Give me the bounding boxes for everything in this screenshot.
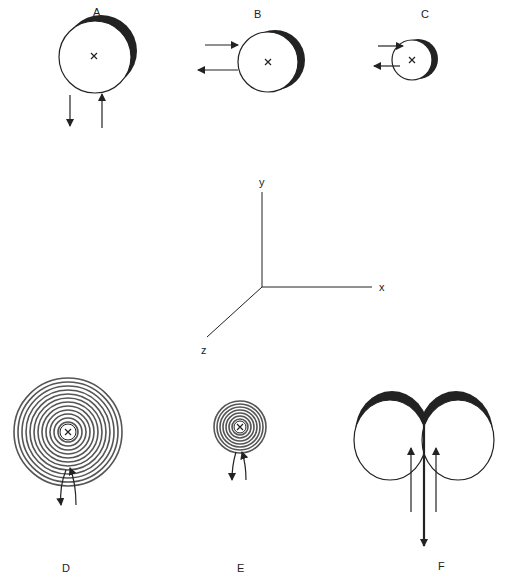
field-circle xyxy=(59,15,137,128)
ring xyxy=(42,406,94,458)
ring xyxy=(38,402,98,462)
panel-label: E xyxy=(237,563,244,574)
panel-label: F xyxy=(438,561,445,572)
ring xyxy=(229,416,251,438)
field-lobes xyxy=(354,391,494,546)
panel-label: z xyxy=(201,345,207,356)
field-circle xyxy=(374,39,438,80)
axes xyxy=(207,192,372,337)
concentric-rings xyxy=(14,378,122,486)
ring xyxy=(30,394,106,470)
ring xyxy=(223,410,257,444)
ring xyxy=(34,398,102,466)
field-circle xyxy=(198,30,305,92)
ring xyxy=(226,413,254,441)
ring xyxy=(220,407,260,447)
ring xyxy=(26,390,110,474)
field-arrows xyxy=(61,452,246,505)
concentric-rings xyxy=(214,401,266,453)
ring xyxy=(232,419,248,435)
ring xyxy=(58,422,78,442)
panel-label: y xyxy=(259,177,265,188)
ring xyxy=(46,410,90,454)
ring xyxy=(18,382,118,482)
panel-label: C xyxy=(421,9,429,20)
panel-label: x xyxy=(379,282,385,293)
ring xyxy=(214,401,266,453)
ring xyxy=(22,386,114,478)
ring xyxy=(50,414,86,450)
ring xyxy=(14,378,122,486)
panel-label: B xyxy=(254,9,261,20)
ring xyxy=(217,404,263,450)
panel-label: D xyxy=(62,563,70,574)
ring xyxy=(54,418,82,446)
panel-label: A xyxy=(93,7,100,18)
